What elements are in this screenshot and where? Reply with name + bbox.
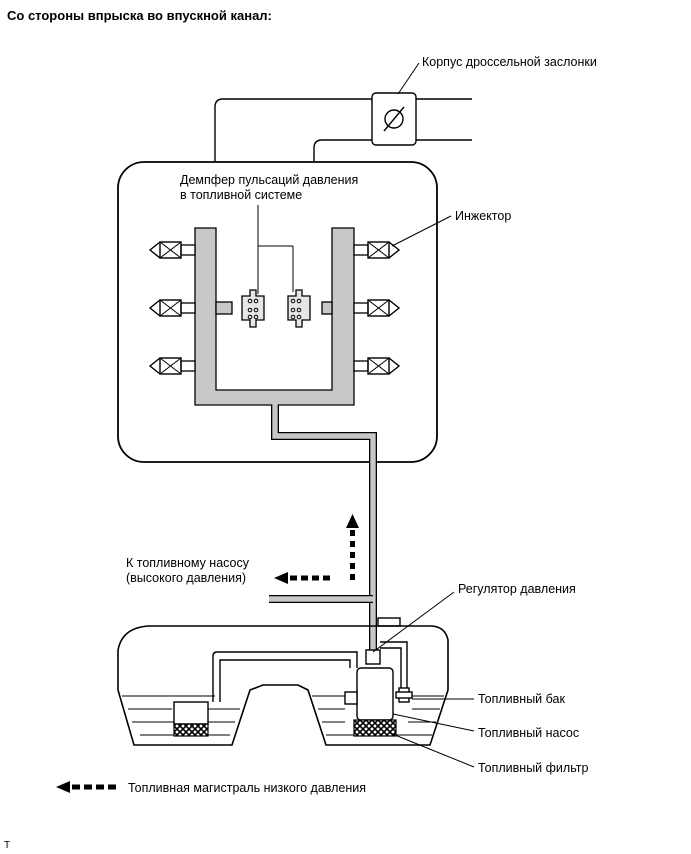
- fuel-pump-label: Топливный насос: [478, 726, 579, 740]
- dashed-arrow-icon: [346, 514, 359, 580]
- dashed-arrow-icon: [274, 572, 330, 584]
- injector-leader-line: [391, 215, 452, 247]
- throttle-body-label: Корпус дроссельной заслонки: [422, 55, 597, 69]
- throttle-valve-icon: [371, 92, 417, 146]
- damper-label-line2: в топливной системе: [180, 188, 302, 202]
- injector-icon: [353, 241, 401, 259]
- injector-label: Инжектор: [455, 209, 511, 223]
- pressure-regulator-icon: [365, 649, 381, 665]
- injector-icon: [353, 299, 401, 317]
- corner-mark: T: [4, 840, 10, 851]
- legend-low-pressure-label: Топливная магистраль низкого давления: [128, 781, 366, 795]
- fuel-supply-pipe: [271, 404, 377, 656]
- fuel-rail: [194, 227, 355, 406]
- injector-icon: [148, 299, 196, 317]
- to-pump-label-line2: (высокого давления): [126, 571, 246, 585]
- legend-dashed-arrow-icon: [56, 781, 116, 793]
- fuel-filter-label: Топливный фильтр: [478, 761, 588, 775]
- return-pipe: [380, 641, 413, 703]
- injector-icon: [148, 241, 196, 259]
- to-pump-label-line1: К топливному насосу: [126, 556, 250, 570]
- fuel-filter-icon: [353, 719, 397, 737]
- engine-box: [117, 161, 438, 463]
- fuel-tank-label: Топливный бак: [478, 692, 565, 706]
- injector-icon: [148, 357, 196, 375]
- pulsation-damper-icon: [241, 289, 265, 328]
- injector-icon: [353, 357, 401, 375]
- pulsation-damper-icon: [287, 289, 311, 328]
- fuel-pump-icon: [344, 667, 394, 721]
- damper-pipes: [215, 301, 333, 315]
- damper-leader-lines: [257, 205, 294, 294]
- fuel-tank: [117, 617, 449, 746]
- sub-tank-pickup: [173, 701, 209, 737]
- throttle-leader-line: [397, 62, 420, 95]
- damper-label-line1: Демпфер пульсаций давления: [180, 173, 358, 187]
- tank-internal-pipe: [212, 651, 358, 702]
- page-title: Со стороны впрыска во впускной канал:: [7, 8, 272, 23]
- intake-ducts: [214, 98, 472, 162]
- tank-leader-lines: [372, 591, 475, 768]
- pressure-regulator-label: Регулятор давления: [458, 582, 576, 596]
